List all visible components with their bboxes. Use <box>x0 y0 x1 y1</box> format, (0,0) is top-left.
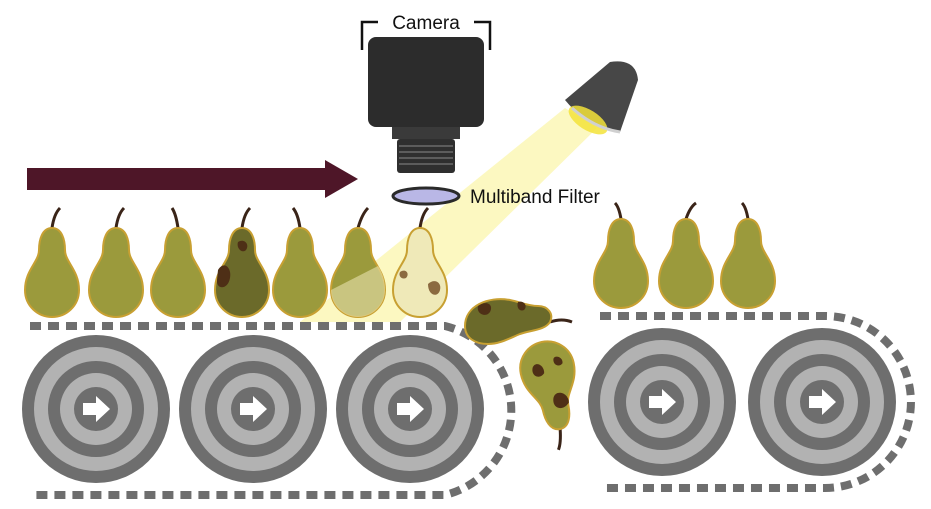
pear-scanned <box>392 206 448 318</box>
light-source <box>565 61 638 135</box>
pear <box>272 207 328 318</box>
pear-accepted <box>593 201 649 309</box>
conveyor-left <box>22 322 516 499</box>
filter-label: Multiband Filter <box>470 187 601 208</box>
camera-lens-mount <box>392 127 460 139</box>
direction-arrow-shaft <box>27 168 327 190</box>
camera-bracket <box>360 20 378 50</box>
pear-defective <box>214 206 270 318</box>
belt-right <box>600 312 915 492</box>
roller-3 <box>336 335 484 483</box>
conveyor-direction-arrow <box>27 160 358 198</box>
belt-left <box>30 322 516 499</box>
pear <box>88 206 144 318</box>
camera-lens <box>397 139 455 173</box>
camera-bracket <box>474 20 492 50</box>
pear-defective-falling <box>464 298 573 345</box>
roller-5 <box>748 328 896 476</box>
pear-accepted <box>720 201 776 309</box>
right-arrow-icon <box>325 160 358 198</box>
roller-2 <box>179 335 327 483</box>
camera-body <box>368 37 484 127</box>
camera: Camera <box>360 13 492 173</box>
pear <box>150 207 206 318</box>
camera-label: Camera <box>392 13 460 34</box>
roller-4 <box>588 328 736 476</box>
roller-1 <box>22 335 170 483</box>
conveyor-right <box>588 312 915 492</box>
pear-defective-falling <box>514 335 588 451</box>
pear-accepted <box>658 201 714 309</box>
pear <box>24 206 80 318</box>
filter-lens <box>391 186 461 206</box>
pear-partially-lit <box>330 206 386 318</box>
multiband-filter: Multiband Filter <box>391 186 601 208</box>
lamp-rim <box>570 106 621 134</box>
